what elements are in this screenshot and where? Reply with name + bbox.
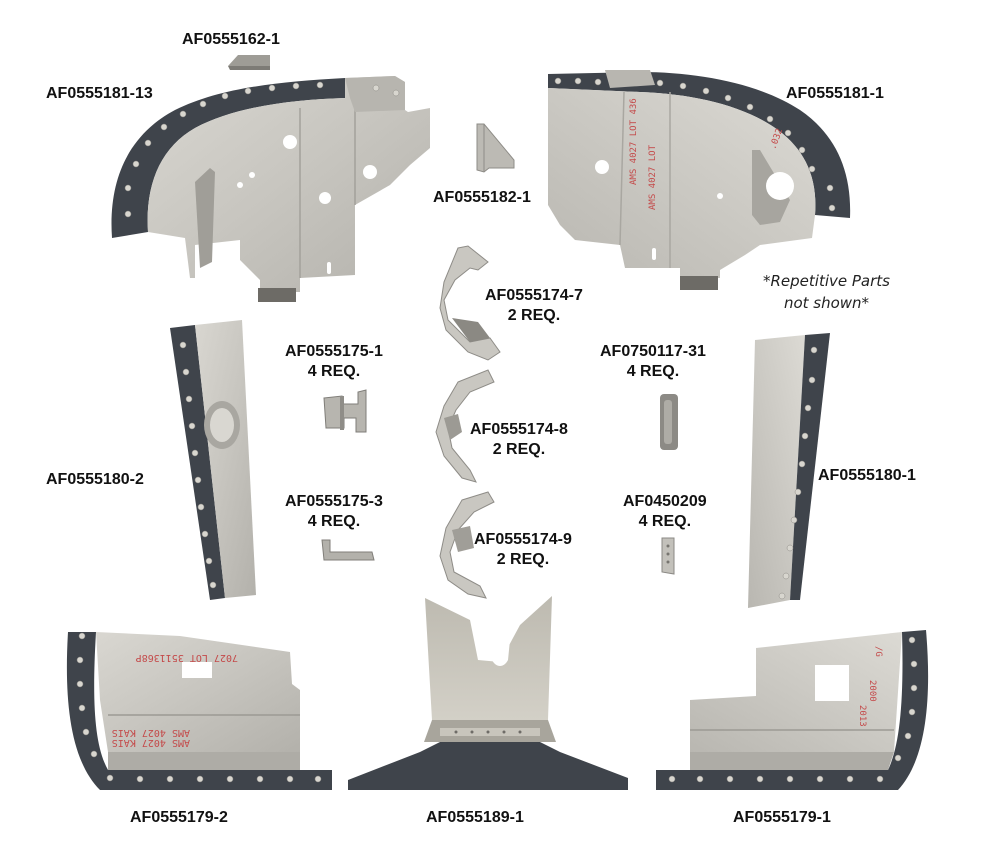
part-af0555180-1 bbox=[748, 333, 830, 608]
label-af0555174-9-part: AF0555174-9 bbox=[474, 531, 572, 548]
note-line-2: not shown* bbox=[783, 294, 870, 312]
part-af0750117-31 bbox=[660, 394, 678, 450]
label-af0555175-3-part: AF0555175-3 bbox=[285, 493, 383, 510]
label-af0555181-13: AF0555181-13 bbox=[46, 85, 153, 102]
svg-text:AMS 4027 KAIS: AMS 4027 KAIS bbox=[112, 737, 190, 748]
part-af0555174-8 bbox=[435, 369, 495, 483]
part-af0555174-7 bbox=[439, 245, 501, 361]
repetitive-parts-note: *Repetitive Parts not shown* bbox=[763, 270, 890, 314]
label-af0555180-2: AF0555180-2 bbox=[46, 471, 144, 488]
note-line-1: *Repetitive Parts bbox=[763, 272, 890, 290]
label-af0750117-31-part: AF0750117-31 bbox=[600, 343, 706, 360]
part-af0555175-3 bbox=[321, 539, 375, 561]
label-af0555180-1: AF0555180-1 bbox=[818, 467, 916, 484]
svg-text:2000: 2000 bbox=[867, 680, 877, 702]
label-af0450209: AF0450209 4 REQ. bbox=[623, 492, 707, 532]
label-af0555174-9-qty: 2 REQ. bbox=[496, 551, 550, 568]
label-af0555174-9: AF0555174-9 2 REQ. bbox=[474, 530, 572, 570]
label-af0555189-1: AF0555189-1 bbox=[426, 809, 524, 826]
svg-text:AMS 4027 KAIS: AMS 4027 KAIS bbox=[112, 727, 190, 738]
part-af0555180-2 bbox=[170, 320, 256, 600]
label-af0555182-1: AF0555182-1 bbox=[433, 189, 531, 206]
label-af0555181-1: AF0555181-1 bbox=[786, 85, 884, 102]
svg-text:/G: /G bbox=[873, 646, 883, 657]
label-af0555175-1: AF0555175-1 4 REQ. bbox=[285, 342, 383, 382]
label-af0555174-7: AF0555174-7 2 REQ. bbox=[485, 286, 583, 326]
label-af0555175-1-qty: 4 REQ. bbox=[307, 363, 361, 380]
label-af0450209-part: AF0450209 bbox=[623, 493, 707, 510]
part-af0555179-1: /G 2000 2013 bbox=[656, 630, 929, 790]
label-af0555174-8-qty: 2 REQ. bbox=[492, 441, 546, 458]
part-af0555189-1 bbox=[348, 596, 628, 790]
svg-text:AMS 4027 LOT 436: AMS 4027 LOT 436 bbox=[629, 98, 639, 185]
part-af0555179-2: 7027 LOT 3511368P AMS 4027 KAIS AMS 4027… bbox=[66, 632, 332, 790]
label-af0750117-31: AF0750117-31 4 REQ. bbox=[600, 342, 706, 382]
svg-text:AMS 4027 LOT: AMS 4027 LOT bbox=[648, 144, 658, 210]
label-af0555162-1: AF0555162-1 bbox=[182, 31, 280, 48]
part-af0555162-1 bbox=[228, 55, 270, 70]
part-af0555182-1 bbox=[476, 123, 515, 173]
label-af0555175-3: AF0555175-3 4 REQ. bbox=[285, 492, 383, 532]
part-af0555175-1 bbox=[323, 389, 367, 433]
label-af0750117-31-qty: 4 REQ. bbox=[626, 363, 680, 380]
svg-text:7027 LOT 3511368P: 7027 LOT 3511368P bbox=[136, 652, 238, 663]
part-af0555181-1: AMS 4027 LOT 436 AMS 4027 LOT .032 bbox=[548, 70, 851, 290]
part-af0555181-13 bbox=[111, 76, 430, 302]
label-af0555175-3-qty: 4 REQ. bbox=[307, 513, 361, 530]
svg-text:2013: 2013 bbox=[857, 705, 867, 727]
label-af0450209-qty: 4 REQ. bbox=[638, 513, 692, 530]
label-af0555179-1: AF0555179-1 bbox=[733, 809, 831, 826]
part-af0450209 bbox=[661, 537, 675, 575]
label-af0555174-7-part: AF0555174-7 bbox=[485, 287, 583, 304]
label-af0555174-7-qty: 2 REQ. bbox=[507, 307, 561, 324]
label-af0555179-2: AF0555179-2 bbox=[130, 809, 228, 826]
label-af0555175-1-part: AF0555175-1 bbox=[285, 343, 383, 360]
label-af0555174-8-part: AF0555174-8 bbox=[470, 421, 568, 438]
label-af0555174-8: AF0555174-8 2 REQ. bbox=[470, 420, 568, 460]
part-af0555174-9 bbox=[439, 491, 495, 599]
